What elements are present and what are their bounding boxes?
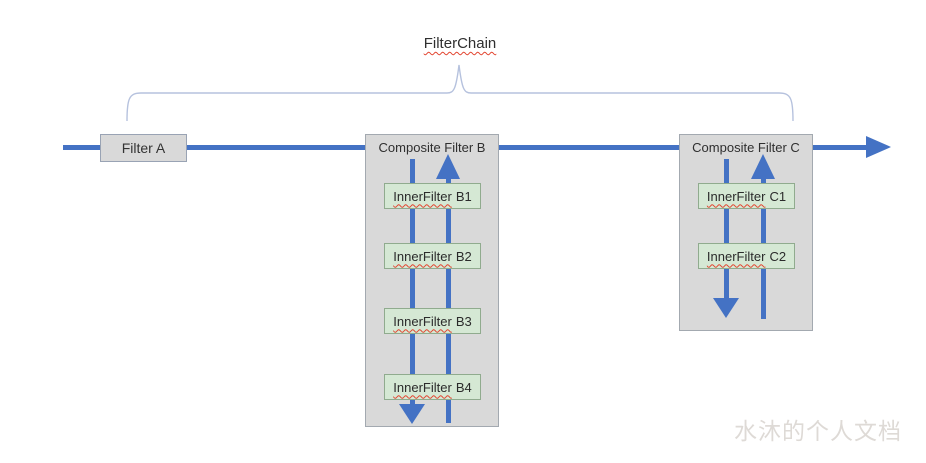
- composite-filter-b-label: Composite Filter B: [378, 140, 486, 155]
- diagram-title: FilterChain: [423, 35, 497, 52]
- inner-filter-c1-id: C1: [769, 188, 787, 204]
- arrow-down-icon: [713, 298, 739, 318]
- inner-filter-b1-id: B1: [455, 188, 472, 204]
- watermark-text: 水沐的个人文档: [734, 418, 902, 444]
- arrow-up-icon: [436, 154, 460, 179]
- arrow-down-icon: [399, 404, 425, 424]
- inner-filter-b1-box: InnerFilter B1: [384, 183, 481, 209]
- arrow-up-icon: [751, 154, 775, 179]
- inner-filter-b3-box: InnerFilter B3: [384, 308, 481, 334]
- filter-a-box: Filter A: [100, 134, 187, 162]
- inner-filter-b3-id: B3: [455, 313, 472, 329]
- c-downstream-line: [724, 159, 729, 299]
- inner-filter-c2-box: InnerFilter C2: [698, 243, 795, 269]
- b-downstream-line: [410, 159, 415, 405]
- inner-filter-c2-id: C2: [769, 248, 787, 264]
- inner-filter-b2-box: InnerFilter B2: [384, 243, 481, 269]
- composite-filter-c-label: Composite Filter C: [692, 140, 800, 155]
- filter-a-label: Filter A: [121, 140, 166, 156]
- inner-filter-b4-id: B4: [455, 379, 472, 395]
- composite-filter-b-box: Composite Filter B InnerFilter B1 InnerF…: [365, 134, 499, 427]
- inner-filter-b4-box: InnerFilter B4: [384, 374, 481, 400]
- inner-filter-c1-name: InnerFilter: [706, 188, 766, 204]
- inner-filter-c2-name: InnerFilter: [706, 248, 766, 264]
- b-upstream-line: [446, 179, 451, 423]
- inner-filter-c1-box: InnerFilter C1: [698, 183, 795, 209]
- composite-filter-c-box: Composite Filter C InnerFilter C1 InnerF…: [679, 134, 813, 331]
- inner-filter-b3-name: InnerFilter: [393, 313, 452, 329]
- arrow-right-icon: [866, 136, 891, 158]
- inner-filter-b2-id: B2: [455, 248, 472, 264]
- inner-filter-b1-name: InnerFilter: [393, 188, 452, 204]
- inner-filter-b2-name: InnerFilter: [393, 248, 452, 264]
- inner-filter-b4-name: InnerFilter: [393, 379, 452, 395]
